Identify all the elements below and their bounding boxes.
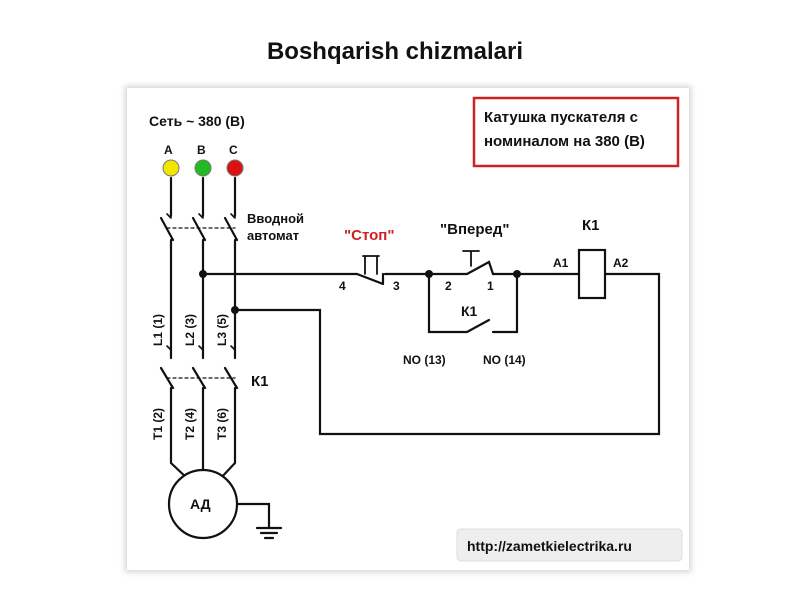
coil-note-box <box>472 96 680 168</box>
junction-forward-out <box>513 270 521 278</box>
forward-label: "Вперед" <box>440 221 510 238</box>
line-label-l1: L1 (1) <box>151 314 165 346</box>
holding-no13-label: NO (13) <box>403 353 446 367</box>
control-return-wire <box>233 272 661 436</box>
note-line-2: номиналом на 380 (В) <box>484 133 645 150</box>
load-label-t3: T3 (6) <box>215 408 229 440</box>
contactor-label: К1 <box>251 373 269 390</box>
motor-lead-3 <box>217 446 237 482</box>
phase-c-contactor-contact <box>223 366 239 390</box>
stop-contact <box>355 272 385 286</box>
contact-ticks <box>166 213 236 351</box>
watermark-box <box>456 528 683 562</box>
phase-a-label: A <box>164 143 173 157</box>
phase-c-breaker-contact <box>223 216 239 242</box>
coil-a2-label: A2 <box>613 256 629 270</box>
phase-b-lamp <box>194 159 212 177</box>
motor-lead-1 <box>169 446 191 482</box>
phase-a-lamp <box>162 159 180 177</box>
breaker-label-line-2: автомат <box>247 228 299 243</box>
coil-body <box>577 248 607 300</box>
stop-actuator <box>362 255 380 275</box>
circuit-diagram: Сеть ~ 380 (В) A B C Вводной автомат Кат… <box>149 96 683 562</box>
forward-pin-1: 1 <box>487 279 494 293</box>
holding-contact-wire <box>427 272 519 334</box>
watermark-text: http://zametkielectrika.ru <box>467 538 632 554</box>
stop-pin-4: 4 <box>339 279 346 293</box>
note-line-1: Катушка пускателя с <box>484 109 638 126</box>
slide-title: Boshqarish chizmalari <box>266 38 524 65</box>
line-label-l3: L3 (5) <box>215 314 229 346</box>
stop-label: "Стоп" <box>344 227 394 244</box>
motor-label: АД <box>190 496 211 512</box>
motor-circle <box>167 468 239 540</box>
junction-l2 <box>199 270 207 278</box>
phase-b-label: B <box>197 143 206 157</box>
forward-contact <box>465 260 495 276</box>
phase-c-label: C <box>229 143 238 157</box>
forward-pin-2: 2 <box>445 279 452 293</box>
junction-forward-in <box>425 270 433 278</box>
network-label: Сеть ~ 380 (В) <box>149 113 245 129</box>
load-label-t2: T2 (4) <box>183 408 197 440</box>
coil-label: К1 <box>582 217 600 234</box>
phase-c-lamp <box>226 159 244 177</box>
ground-wire <box>233 502 271 530</box>
phase-a-breaker-contact <box>159 216 175 242</box>
phase-b-breaker-contact <box>191 216 207 242</box>
forward-actuator <box>462 250 480 267</box>
load-label-t1: T1 (2) <box>151 408 165 440</box>
breaker-label-line-1: Вводной <box>247 211 304 226</box>
diagram-frame: Сеть ~ 380 (В) A B C Вводной автомат Кат… <box>127 88 689 570</box>
holding-no14-label: NO (14) <box>483 353 526 367</box>
stop-pin-3: 3 <box>393 279 400 293</box>
holding-contact-label: К1 <box>461 303 478 319</box>
line-label-l2: L2 (3) <box>183 314 197 346</box>
coil-a1-label: A1 <box>553 256 569 270</box>
junction-l3 <box>231 306 239 314</box>
